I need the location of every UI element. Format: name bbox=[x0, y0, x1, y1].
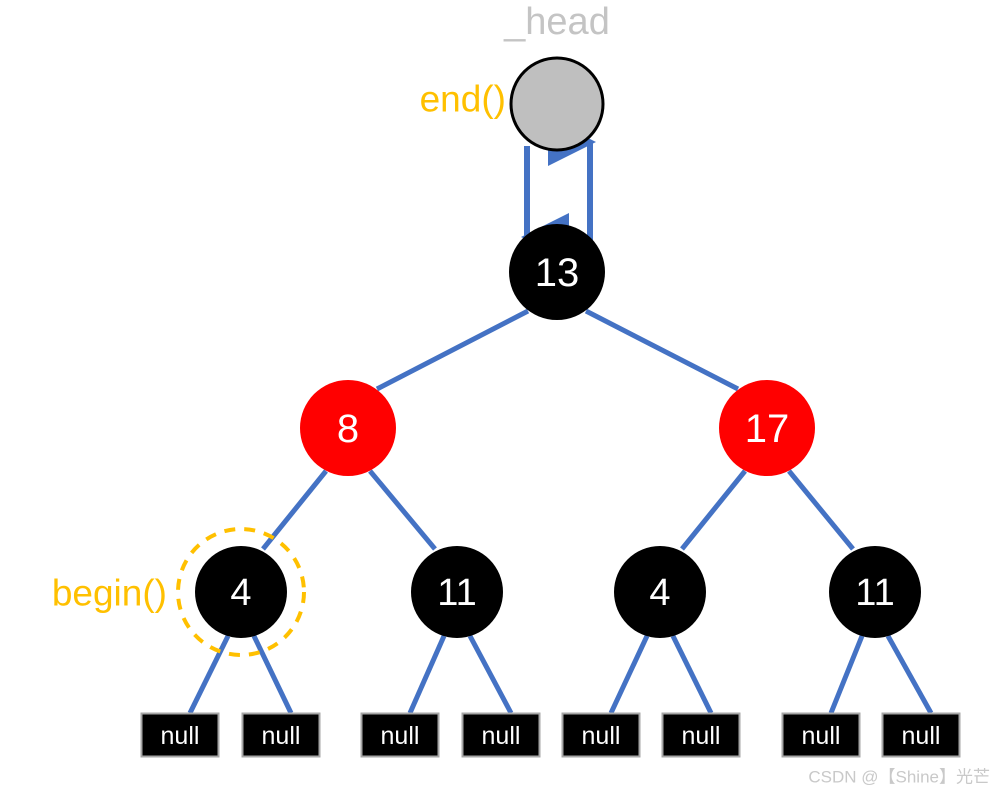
tree-edge bbox=[467, 634, 514, 715]
null-box-label: null bbox=[161, 722, 200, 750]
null-leaf-box: null bbox=[241, 712, 321, 758]
tree-edge bbox=[828, 635, 865, 714]
null-box-label: null bbox=[482, 722, 521, 750]
null-box-rect bbox=[661, 712, 741, 758]
end-iterator-label: end() bbox=[420, 79, 506, 120]
head-link-arrows-layer bbox=[521, 118, 596, 261]
null-box-label: null bbox=[802, 722, 841, 750]
null-leaf-boxes-layer: null null null null null null null null bbox=[140, 712, 961, 758]
tree-edge bbox=[608, 634, 650, 715]
node-value-label: 11 bbox=[437, 572, 476, 614]
null-leaf-box: null bbox=[461, 712, 541, 758]
node-circle bbox=[829, 546, 921, 638]
tree-edge bbox=[787, 469, 855, 551]
null-box-rect bbox=[561, 712, 641, 758]
null-box-rect bbox=[241, 712, 321, 758]
node-circle bbox=[719, 380, 815, 476]
tree-node-head bbox=[509, 56, 605, 152]
tree-node-n8: 8 bbox=[300, 380, 396, 476]
null-box-label: null bbox=[262, 722, 301, 750]
tree-edge bbox=[680, 469, 747, 551]
tree-edge bbox=[251, 634, 294, 715]
watermark: CSDN @【Shine】光芒 bbox=[808, 768, 990, 787]
tree-node-n17: 17 bbox=[719, 380, 815, 476]
null-box-label: null bbox=[381, 722, 420, 750]
null-box-label: null bbox=[582, 722, 621, 750]
tree-edge bbox=[885, 634, 934, 715]
node-value-label: 11 bbox=[855, 572, 894, 614]
node-value-label: 4 bbox=[649, 572, 670, 614]
null-leaf-box: null bbox=[781, 712, 861, 758]
tree-node-n4a: 4 bbox=[195, 546, 287, 638]
null-leaf-box: null bbox=[140, 712, 220, 758]
node-circle bbox=[300, 380, 396, 476]
tree-nodes-layer: 13 8 17 4 11 4 11 bbox=[195, 56, 921, 638]
node-circle bbox=[509, 224, 605, 320]
node-value-label: 8 bbox=[337, 407, 359, 451]
node-circle bbox=[509, 56, 605, 152]
null-leaf-box: null bbox=[561, 712, 641, 758]
begin-highlight-layer bbox=[176, 527, 306, 657]
null-box-rect bbox=[360, 712, 440, 758]
head-label: _head bbox=[503, 1, 610, 43]
null-box-rect bbox=[140, 712, 220, 758]
tree-node-n11a: 11 bbox=[411, 546, 503, 638]
tree-edge bbox=[375, 308, 530, 392]
null-leaf-box: null bbox=[661, 712, 741, 758]
node-circle bbox=[195, 546, 287, 638]
tree-edge bbox=[407, 634, 447, 715]
tree-edge bbox=[187, 634, 231, 715]
null-leaf-box: null bbox=[881, 712, 961, 758]
begin-iterator-label: begin() bbox=[52, 573, 167, 614]
null-box-label: null bbox=[902, 722, 941, 750]
tree-node-n13: 13 bbox=[509, 224, 605, 320]
node-value-label: 13 bbox=[535, 251, 580, 295]
tree-edge bbox=[368, 469, 437, 551]
node-value-label: 17 bbox=[745, 407, 790, 451]
node-circle bbox=[614, 546, 706, 638]
begin-highlight-ring bbox=[176, 527, 306, 657]
null-box-label: null bbox=[682, 722, 721, 750]
null-box-rect bbox=[781, 712, 861, 758]
tree-edge bbox=[584, 308, 740, 392]
node-circle bbox=[411, 546, 503, 638]
null-leaf-box: null bbox=[360, 712, 440, 758]
tree-node-n4b: 4 bbox=[614, 546, 706, 638]
node-value-label: 4 bbox=[230, 572, 251, 614]
tree-edges-layer bbox=[187, 308, 934, 715]
tree-edge bbox=[670, 634, 714, 715]
null-box-rect bbox=[881, 712, 961, 758]
tree-node-n11b: 11 bbox=[829, 546, 921, 638]
null-box-rect bbox=[461, 712, 541, 758]
